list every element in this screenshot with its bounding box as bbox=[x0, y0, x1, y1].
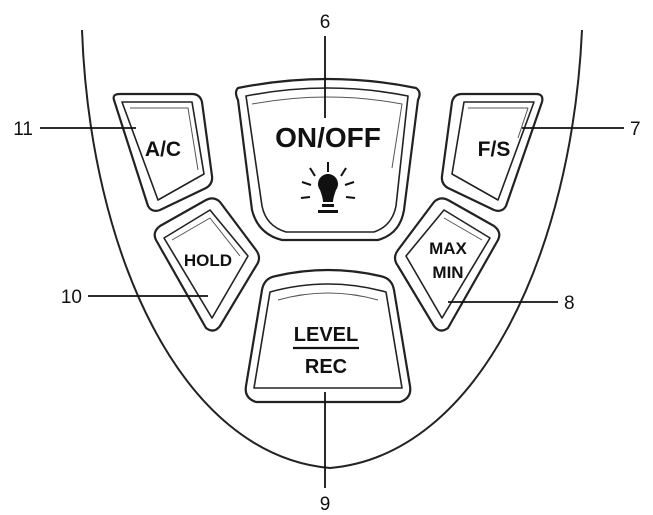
hold-label: HOLD bbox=[184, 251, 232, 270]
on-off-label: ON/OFF bbox=[275, 122, 381, 153]
ac-button[interactable]: A/C bbox=[112, 92, 214, 212]
callout-11: 11 bbox=[13, 119, 33, 140]
callout-8: 8 bbox=[564, 293, 575, 314]
hold-button[interactable]: HOLD bbox=[153, 197, 261, 332]
lightbulb-icon bbox=[300, 162, 356, 213]
min-label: MIN bbox=[432, 263, 463, 282]
callout-10: 10 bbox=[61, 287, 82, 308]
rec-label: REC bbox=[305, 356, 347, 378]
max-min-button[interactable]: MAX MIN bbox=[393, 197, 501, 332]
on-off-button[interactable]: ON/OFF bbox=[234, 77, 421, 242]
fs-label: F/S bbox=[478, 138, 511, 161]
max-label: MAX bbox=[429, 239, 467, 258]
callout-9: 9 bbox=[320, 494, 331, 515]
callout-6: 6 bbox=[320, 12, 331, 33]
meter-body-outline bbox=[81, 29, 583, 470]
callout-7: 7 bbox=[630, 119, 641, 140]
ac-label: A/C bbox=[145, 138, 181, 161]
level-rec-button[interactable]: LEVEL REC bbox=[244, 268, 412, 404]
level-label: LEVEL bbox=[294, 324, 358, 346]
fs-button[interactable]: F/S bbox=[440, 92, 544, 212]
